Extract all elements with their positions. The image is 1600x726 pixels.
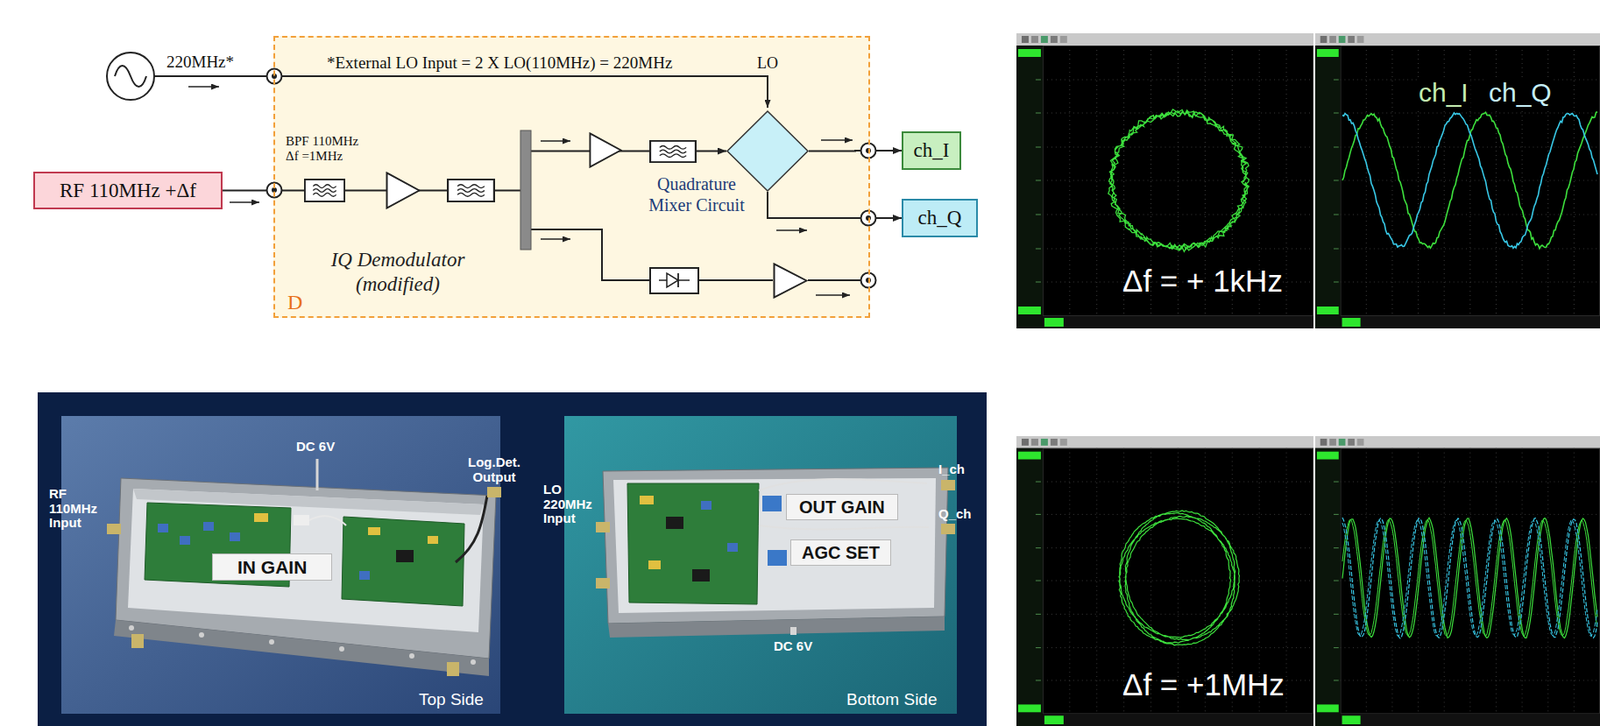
oscilloscope-screens <box>1016 33 1600 726</box>
detector-diode <box>650 268 699 294</box>
part-letter: D <box>287 290 303 316</box>
node-text: ch_Q <box>918 205 963 231</box>
sticker-label: IN GAIN <box>212 553 333 581</box>
signal-wire <box>767 191 902 219</box>
photo-label: Log.Det. Output <box>460 455 528 485</box>
signal-label: LO <box>757 54 779 74</box>
scope-caption: Δf = +1MHz <box>1122 666 1285 704</box>
photo-label: I_ch <box>938 461 965 478</box>
frequency-label: 220MHz* <box>166 52 234 73</box>
lo-wire <box>154 76 768 108</box>
sticker-label: OUT GAIN <box>785 494 899 521</box>
demodulator-frame: IQ Demodulator (modified) Quadrature Mixe… <box>273 35 871 319</box>
filter-symbol <box>304 141 696 202</box>
oscillator-symbol <box>106 52 155 100</box>
note-text: *External LO Input = 2 X LO(110MHz) = 22… <box>326 53 673 74</box>
trace-label: ch_I <box>1416 77 1471 109</box>
filter-spec: BPF 110MHz Δf =1MHz <box>285 134 370 163</box>
node-text: Quadrature Mixer Circuit <box>639 173 754 216</box>
node-text: RF 110MHz +Δf <box>59 178 197 204</box>
detector-wire <box>530 229 869 281</box>
view-caption: Bottom Side <box>846 690 938 711</box>
input-box: RF 110MHz +Δf <box>33 171 223 210</box>
trace-label: ch_Q <box>1486 77 1554 109</box>
splitter-bar <box>520 130 531 250</box>
scope-caption: Δf = + 1kHz <box>1122 262 1283 300</box>
node-text: ch_I <box>913 138 950 163</box>
photo-label: RF 110MHz Input <box>49 487 106 531</box>
photo-panel <box>37 392 987 726</box>
bottom-side-photo <box>564 416 957 715</box>
output-box: ch_Q <box>901 198 978 238</box>
mixer-shape <box>727 111 808 192</box>
node-text: IQ Demodulator (modified) <box>318 247 477 297</box>
diamond-outline <box>726 110 809 192</box>
sticker-label: AGC SET <box>790 539 892 567</box>
view-caption: Top Side <box>418 690 484 711</box>
demodulator-fill <box>273 35 871 319</box>
top-side-photo <box>61 416 502 715</box>
signal-wire <box>808 149 902 153</box>
flow-arrow <box>188 86 853 296</box>
photo-label: Q_ch <box>938 506 972 523</box>
mixer-diamond: Quadrature Mixer Circuit <box>726 110 809 192</box>
photo-label: DC 6V <box>773 638 813 655</box>
scope-traces <box>1108 109 1598 646</box>
photo-label: LO 220MHz Input <box>543 482 600 527</box>
output-box: ch_I <box>901 131 962 170</box>
photo-label: DC 6V <box>296 438 335 455</box>
